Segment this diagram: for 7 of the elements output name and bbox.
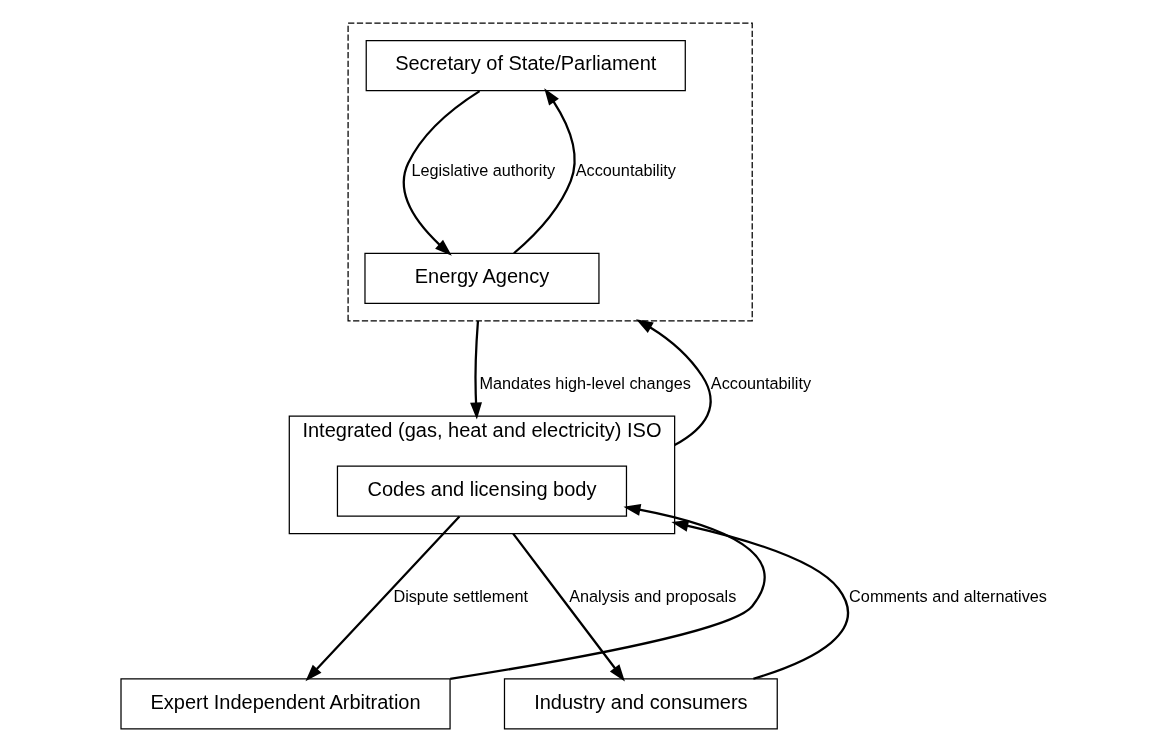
edge-label: Mandates high-level changes bbox=[479, 374, 691, 393]
edge-label: Comments and alternatives bbox=[849, 586, 1047, 605]
edge-label: Analysis and proposals bbox=[569, 586, 737, 605]
edge-label: Legislative authority bbox=[411, 161, 556, 180]
edge-label: Accountability bbox=[710, 374, 812, 393]
edge-label: Dispute settlement bbox=[393, 586, 528, 605]
edge-label: Accountability bbox=[575, 161, 676, 180]
